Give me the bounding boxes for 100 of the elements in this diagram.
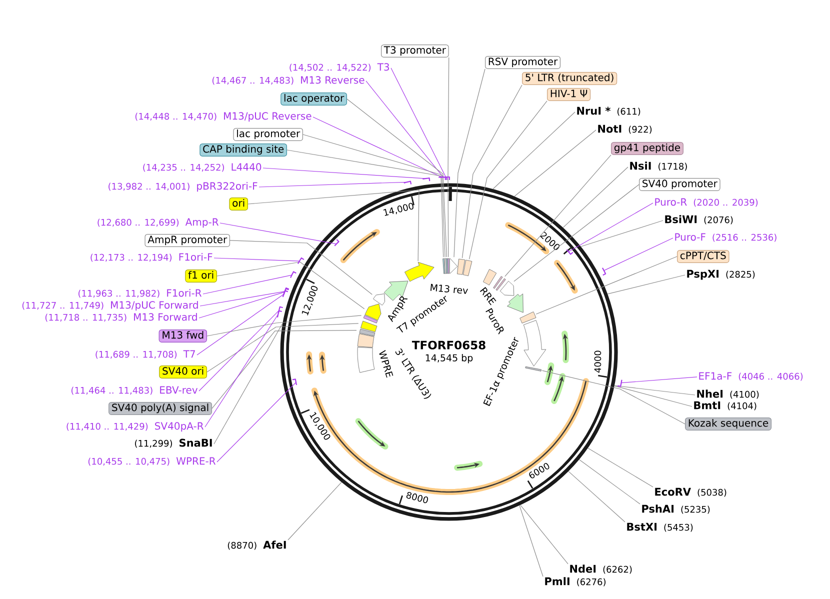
leader-line <box>614 386 692 407</box>
primer-label: (11,718 .. 11,735) M13 Forward <box>45 312 197 322</box>
leader-line <box>390 68 446 178</box>
scale-label: 8000 <box>406 492 428 504</box>
leader-line <box>216 382 296 462</box>
primer-label: (13,982 .. 14,001) pBR322ori-F <box>108 182 258 192</box>
scale-label: 4000 <box>594 350 602 373</box>
primer-label: (11,727 .. 11,749) M13/pUC Forward <box>22 300 198 311</box>
leader-line <box>302 134 446 258</box>
leader-line <box>202 274 292 294</box>
leader-line <box>514 130 596 197</box>
leader-line <box>568 202 654 252</box>
leader-line <box>620 376 698 384</box>
primer-label: Puro-F (2516 .. 2536) <box>675 233 776 242</box>
restriction-site-label: NheI (4100) <box>697 390 759 399</box>
restriction-site-label: EcoRV (5038) <box>655 488 726 497</box>
primer-label: (14,467 .. 14,483) M13 Reverse <box>212 76 364 85</box>
restriction-site-label: BsiWI (2076) <box>665 215 733 224</box>
feature-label: HIV-1 Ψ <box>547 88 591 101</box>
leader-line <box>230 240 372 295</box>
leader-line <box>262 168 426 179</box>
leader-line <box>288 482 342 540</box>
feature-label: RSV promoter <box>485 56 561 69</box>
restriction-site-label: PmlI (6276) <box>545 577 606 586</box>
restriction-site-label: NdeI (6262) <box>570 564 632 574</box>
primer-label: (14,448 .. 14,470) M13/pUC Reverse <box>135 112 312 122</box>
leader-line <box>206 323 359 372</box>
primer-label: (14,502 .. 14,522) T3 <box>290 63 389 72</box>
leader-line <box>212 330 357 409</box>
primer-label: (10,455 .. 10,475) WPRE-R <box>88 457 216 466</box>
feature-label: ori <box>229 197 248 210</box>
restriction-site-label: PshAI (5235) <box>642 504 710 514</box>
primer-label: (12,680 .. 12,699) Amp-R <box>98 218 219 228</box>
feature-label: 5' LTR (truncated) <box>522 72 618 85</box>
feature-name: M13 rev <box>430 284 468 294</box>
leader-line <box>198 310 280 392</box>
leader-line <box>200 291 286 306</box>
feature-label: AmpR promoter <box>144 234 230 247</box>
restriction-site-label: (8870) AfeI <box>228 540 286 550</box>
leader-line <box>248 190 420 262</box>
restriction-site-label: BstXI (5453) <box>627 522 693 532</box>
primer-label: (14,235 .. 14,252) L4440 <box>143 163 262 172</box>
leader-line <box>588 448 654 488</box>
leader-line <box>454 68 486 258</box>
feature-label: f1 ori <box>185 269 218 282</box>
leader-line <box>366 80 444 178</box>
feature-label: gp41 peptide <box>611 142 684 155</box>
leader-line <box>504 154 612 277</box>
restriction-site-label: PspXI (2825) <box>687 270 755 280</box>
leader-line <box>468 100 548 260</box>
scale-label: 14,000 <box>383 202 414 216</box>
leader-line <box>206 315 362 336</box>
feature-label: SV40 ori <box>159 366 207 378</box>
leader-line <box>614 385 696 396</box>
leader-line <box>578 459 640 504</box>
feature-label: SV40 poly(A) signal <box>108 402 212 415</box>
feature-label: lac promoter <box>233 128 303 141</box>
leader-line <box>607 274 686 294</box>
primer-label: EF1a-F (4046 .. 4066) <box>699 372 803 381</box>
leader-line <box>220 222 337 244</box>
leader-line <box>520 504 568 564</box>
leader-line <box>204 314 278 428</box>
restriction-site-label: BmtI (4104) <box>694 401 756 410</box>
leader-line <box>346 98 447 258</box>
restriction-site-label: NotI (922) <box>598 124 652 134</box>
feature-name: WPRE <box>379 350 394 378</box>
leader-line <box>580 220 664 247</box>
leader-line <box>604 238 674 271</box>
primer-label: Puro-R (2020 .. 2039) <box>655 198 758 207</box>
feature-label: M13 fwd <box>158 329 207 342</box>
leader-line <box>536 256 678 314</box>
leader-line <box>214 323 283 444</box>
primer-label: (11,689 .. 11,708) T7 <box>96 350 195 359</box>
primer-label: (11,464 .. 11,483) EBV-rev <box>71 386 198 395</box>
feature-label: lac operator <box>280 92 347 106</box>
leader-line <box>198 292 285 318</box>
restriction-site-label: NsiI (1718) <box>630 162 687 171</box>
feature-label: Kozak sequence <box>685 417 772 430</box>
leader-line <box>542 370 686 424</box>
primer-label: (11,410 .. 11,429) SV40pA-R <box>66 422 204 432</box>
leader-line <box>514 184 640 282</box>
feature-label: cPPT/CTS <box>677 250 730 263</box>
leader-line <box>216 262 365 310</box>
feature-label: CAP binding site <box>200 143 287 156</box>
leader-line <box>462 84 522 258</box>
leader-line <box>492 112 576 190</box>
leader-line <box>196 294 284 356</box>
leader-line <box>568 471 626 522</box>
leader-line <box>214 258 300 262</box>
leader-line <box>448 57 450 258</box>
leader-line <box>519 505 544 577</box>
primer-label: (11,963 .. 11,982) F1ori-R <box>78 288 202 298</box>
feature-label: T3 promoter <box>381 44 449 58</box>
leader-line <box>286 150 444 258</box>
restriction-site-label: (11,299) SnaBI <box>135 438 212 448</box>
leader-line <box>562 166 628 228</box>
leader-line <box>312 116 442 178</box>
restriction-site-label: NruI * (611) <box>577 106 640 116</box>
feature-label: SV40 promoter <box>639 178 720 191</box>
primer-label: (12,173 .. 12,194) F1ori-F <box>90 252 212 262</box>
